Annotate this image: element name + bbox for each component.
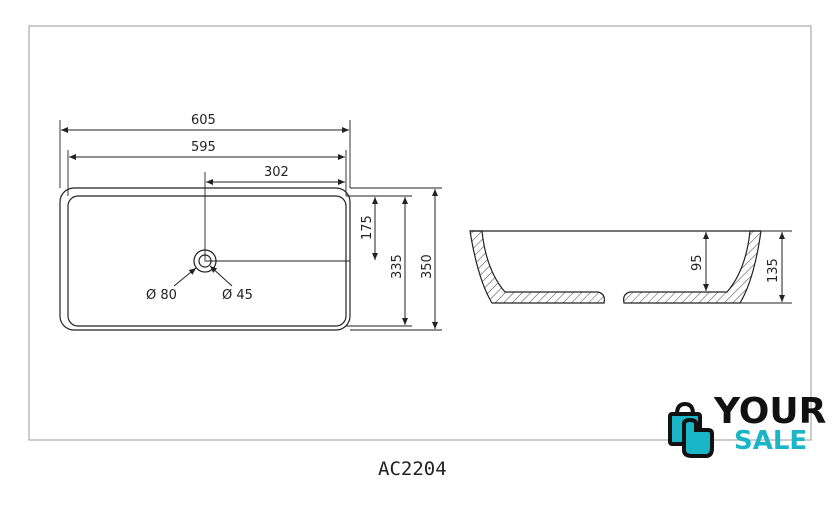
side-section-view [469, 230, 762, 304]
section-left-wall [469, 230, 605, 304]
drawing-frame [28, 25, 812, 441]
dim-175-label: 175 [360, 215, 375, 240]
dim-dia-80-label: Ø 80 [146, 288, 177, 303]
top-view [59, 172, 351, 331]
leader-dia-45 [209, 265, 233, 287]
dim-605-label: 605 [191, 113, 216, 128]
leader-dia-80 [173, 267, 197, 287]
dim-135-label: 135 [766, 258, 781, 283]
dim-302-label: 302 [264, 165, 289, 180]
dim-dia-45-label: Ø 45 [222, 288, 253, 303]
logo-text-your: YOUR [714, 391, 827, 432]
dim-595-label: 595 [191, 140, 216, 155]
section-right-wall [623, 230, 762, 304]
extension-lines [59, 120, 442, 331]
your-sale-logo: YOUR SALE [660, 392, 832, 462]
dim-335-label: 335 [390, 254, 405, 279]
dim-350-label: 350 [420, 254, 435, 279]
dim-95-label: 95 [690, 254, 705, 271]
shopping-bag-hand-icon [668, 401, 714, 458]
model-number: AC2204 [378, 458, 447, 480]
logo-text-sale: SALE [734, 426, 808, 456]
section-extension-lines [740, 230, 792, 304]
